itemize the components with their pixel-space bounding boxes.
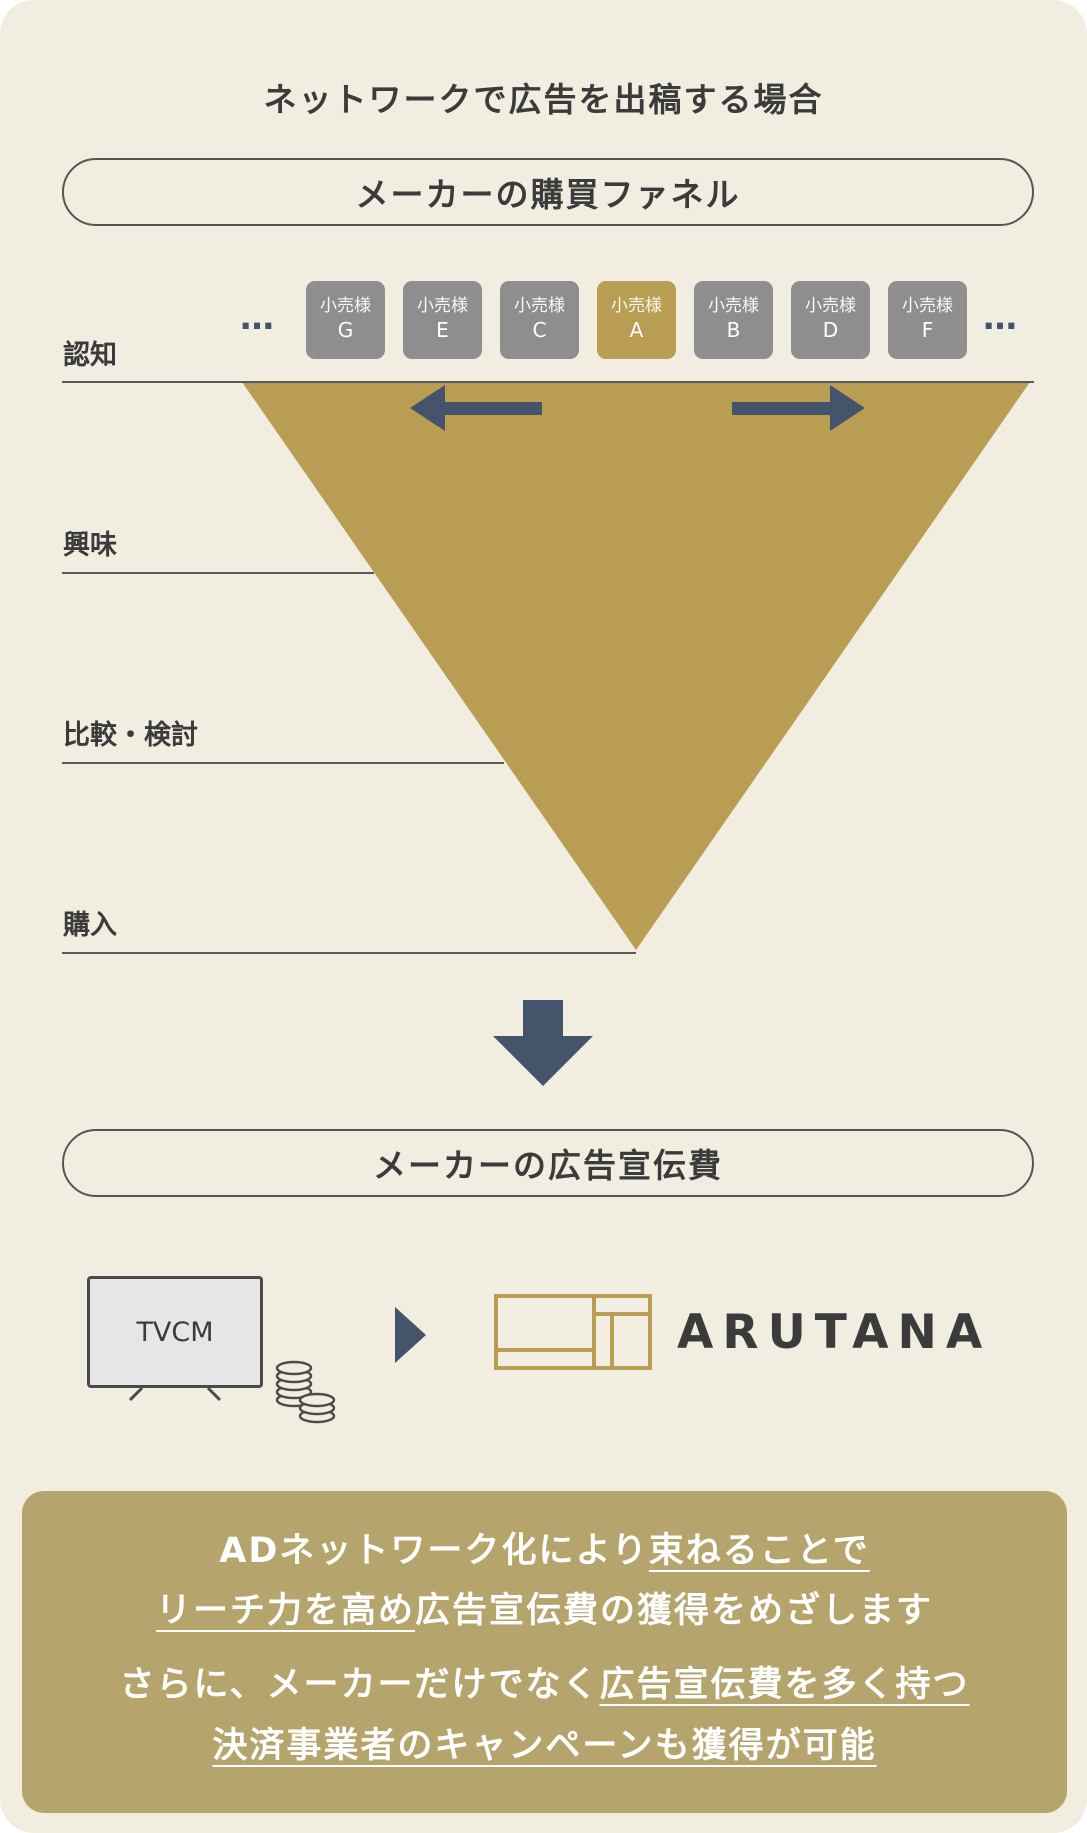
retailer-e: 小売様 E — [403, 281, 482, 359]
retailer-letter: B — [726, 318, 741, 342]
retailer-tag: 小売様 — [514, 296, 565, 316]
arrow-right-icon — [732, 385, 865, 431]
retailer-letter: F — [921, 318, 934, 342]
coins-icon — [275, 1360, 336, 1424]
retailer-tag: 小売様 — [708, 296, 759, 316]
retailer-letter: E — [436, 318, 449, 342]
summary-text: さらに、メーカーだけでなく — [119, 1665, 600, 1705]
retailer-g: 小売様 G — [306, 281, 385, 359]
stage-divider — [62, 952, 636, 954]
summary-line-4: 決済事業者のキャンペーンも獲得が可能 — [22, 1717, 1067, 1768]
retailer-c: 小売様 C — [500, 281, 579, 359]
summary-emphasis: 広告宣伝費を多く持つ — [599, 1665, 970, 1705]
retailer-letter: C — [532, 318, 547, 342]
summary-emphasis: 決済事業者のキャンペーンも獲得が可能 — [212, 1726, 877, 1766]
retailer-f: 小売様 F — [888, 281, 967, 359]
summary-emphasis: リーチ力を高め — [155, 1591, 415, 1631]
retailer-d: 小売様 D — [791, 281, 870, 359]
retailer-tag: 小売様 — [902, 296, 953, 316]
ellipsis-right: … — [983, 298, 1022, 338]
tv-icon: TVCM — [87, 1276, 263, 1388]
stage-awareness: 認知 — [63, 340, 117, 371]
arutana-logo-icon — [494, 1294, 652, 1370]
retailer-tag: 小売様 — [417, 296, 468, 316]
summary-text: 広告宣伝費の獲得をめざします — [415, 1591, 934, 1631]
summary-line-2: リーチ力を高め広告宣伝費の獲得をめざします — [22, 1582, 1067, 1633]
summary-line-1: ADネットワーク化により束ねることで — [22, 1522, 1067, 1573]
stage-divider — [62, 572, 374, 574]
retailer-a: 小売様 A — [597, 281, 676, 359]
retailer-letter: G — [337, 318, 354, 342]
arrow-down-icon — [493, 1000, 593, 1086]
retailer-letter: A — [629, 318, 644, 342]
summary-box: ADネットワーク化により束ねることで リーチ力を高め広告宣伝費の獲得をめざします… — [22, 1491, 1067, 1813]
retailer-tag: 小売様 — [320, 296, 371, 316]
tv-stand-icon — [128, 1386, 222, 1402]
retailer-letter: D — [822, 318, 839, 342]
triangle-right-icon — [395, 1307, 426, 1363]
arrow-left-icon — [410, 385, 542, 431]
retailer-b: 小売様 B — [694, 281, 773, 359]
ellipsis-left: … — [240, 298, 279, 338]
budget-header: メーカーの広告宣伝費 — [62, 1129, 1034, 1197]
funnel-triangle — [242, 382, 1030, 950]
retailer-tag: 小売様 — [611, 296, 662, 316]
stage-divider — [62, 381, 1034, 383]
funnel-header: メーカーの購買ファネル — [62, 158, 1034, 226]
brand-name: ARUTANA — [677, 1305, 992, 1360]
stage-interest: 興味 — [63, 530, 117, 561]
page-title: ネットワークで広告を出稿する場合 — [263, 80, 824, 119]
stage-divider — [62, 762, 504, 764]
stage-purchase: 購入 — [63, 910, 117, 941]
summary-text: ADネットワーク化により — [219, 1531, 649, 1571]
stage-comparison: 比較・検討 — [63, 720, 198, 751]
summary-line-3: さらに、メーカーだけでなく広告宣伝費を多く持つ — [22, 1656, 1067, 1707]
summary-emphasis: 束ねることで — [648, 1531, 870, 1571]
tv-label: TVCM — [136, 1316, 214, 1348]
retailer-tag: 小売様 — [805, 296, 856, 316]
